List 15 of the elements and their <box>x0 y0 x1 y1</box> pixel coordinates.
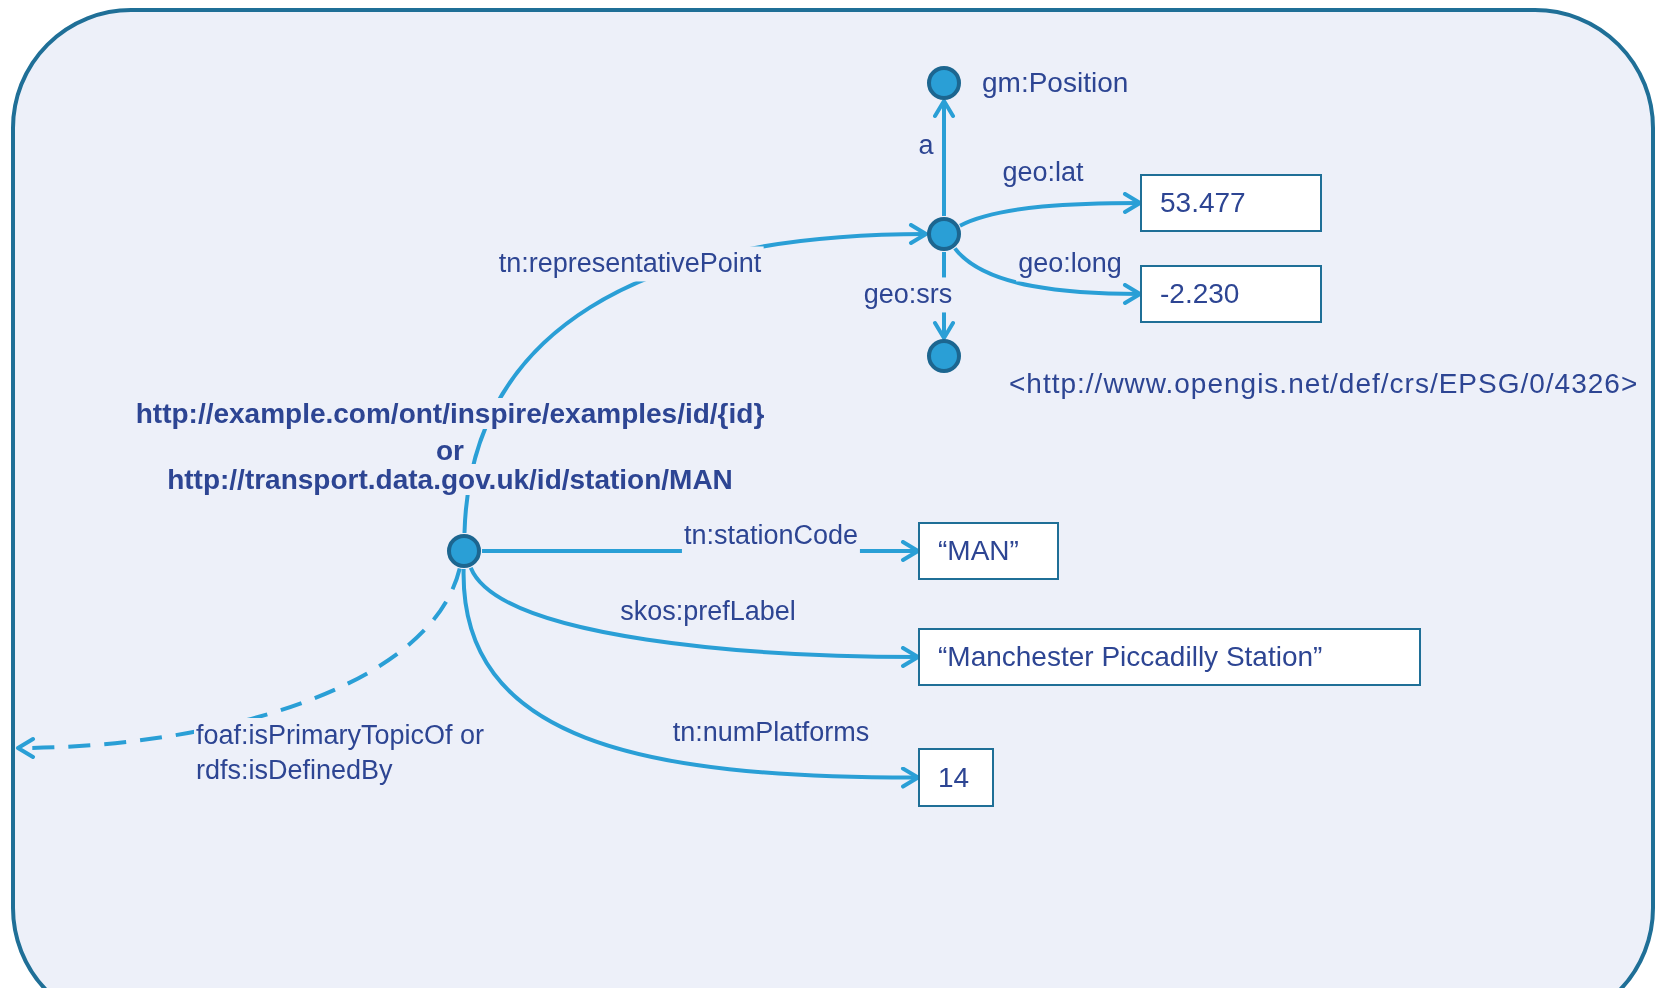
arrow <box>959 192 1142 228</box>
arrow <box>461 568 920 789</box>
edge-label: geo:srs <box>861 277 955 313</box>
literal-value-box: 53.477 <box>1140 174 1322 232</box>
literal-value-box: -2.230 <box>1140 265 1322 323</box>
dashed-arrow <box>16 567 462 759</box>
arrow <box>933 99 955 216</box>
literal-value-box: “MAN” <box>918 522 1059 580</box>
arrow <box>953 246 1142 305</box>
uri-label: http://example.com/ont/inspire/examples/id/{id} <box>135 398 765 429</box>
uri-label: http://transport.data.gov.uk/id/station/MAN <box>167 464 733 495</box>
edge-label: tn:representativePoint <box>496 246 764 282</box>
literal-value-box: “Manchester Piccadilly Station” <box>918 628 1421 686</box>
arrow <box>469 566 920 668</box>
literal-value-box: 14 <box>918 748 994 807</box>
